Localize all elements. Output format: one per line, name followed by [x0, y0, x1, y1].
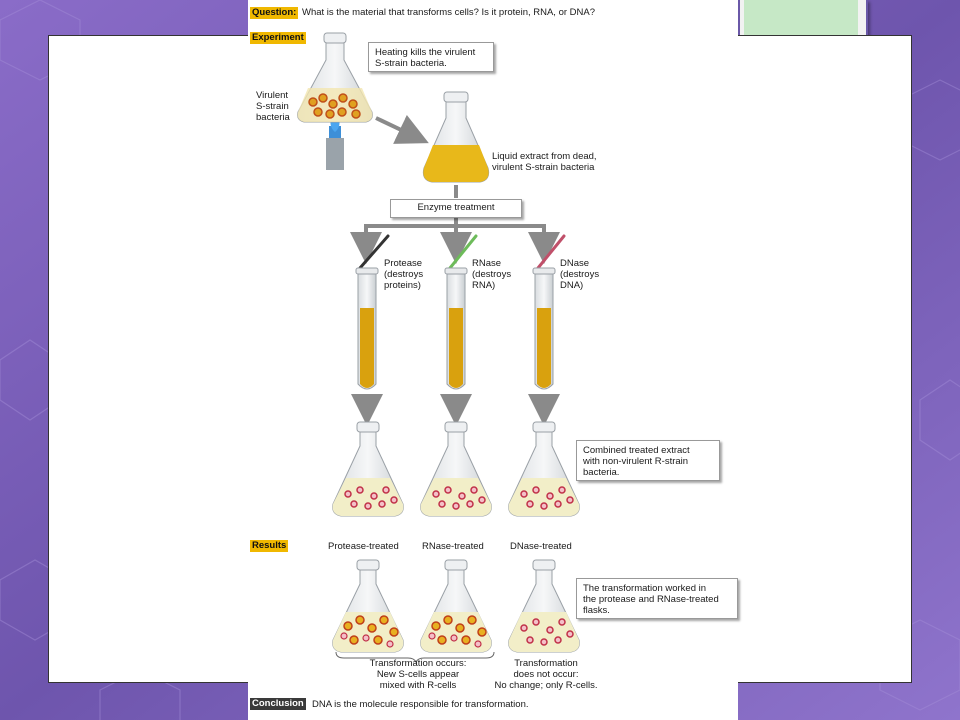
- enzyme-treatment-box: Enzyme treatment: [390, 199, 522, 218]
- heating-note-box: Heating kills the virulent S-strain bact…: [368, 42, 494, 72]
- test-tubes: [355, 267, 556, 390]
- rnase-label: RNase (destroys RNA): [472, 258, 512, 291]
- tube-to-flask-arrows: [351, 394, 560, 426]
- combined-extract-note-box: Combined treated extract with non-virule…: [576, 440, 720, 481]
- enzyme-branch-arrows: [350, 218, 560, 264]
- protease-treated-label: Protease-treated: [328, 541, 399, 552]
- results-bracket: [335, 651, 495, 664]
- question-tag: Question:: [250, 7, 299, 19]
- extract-flask-icon: [422, 91, 490, 183]
- rnase-treated-label: RNase-treated: [422, 541, 484, 552]
- dnase-label: DNase (destroys DNA): [560, 258, 600, 291]
- protease-label: Protease (destroys proteins): [384, 258, 424, 291]
- transformation-occurs-label: Transformation occurs: New S-cells appea…: [369, 658, 467, 691]
- virulent-bacteria-cluster: [308, 93, 361, 119]
- conclusion-text: DNA is the molecule responsible for tran…: [312, 699, 529, 710]
- extract-label: Liquid extract from dead, virulent S-str…: [492, 151, 597, 173]
- conclusion-tag: Conclusion: [250, 698, 306, 710]
- griffith-experiment-figure: Question: What is the material that tran…: [248, 0, 738, 720]
- experiment-tag: Experiment: [250, 32, 306, 44]
- results-tag: Results: [250, 540, 289, 552]
- diagram-drawing: [297, 32, 580, 664]
- dnase-treated-label: DNase-treated: [510, 541, 572, 552]
- transformation-not-occur-label: Transformation does not occur: No change…: [494, 658, 598, 691]
- combined-flasks: [332, 421, 580, 517]
- question-text: What is the material that transforms cel…: [302, 7, 596, 18]
- transformation-note-box: The transformation worked in the proteas…: [576, 578, 738, 619]
- virulent-bacteria-label: Virulent S-strain bacteria: [256, 90, 290, 123]
- pipette-icons: [358, 234, 566, 270]
- result-flasks: [332, 559, 580, 653]
- arrow-heat-to-extract: [375, 114, 429, 144]
